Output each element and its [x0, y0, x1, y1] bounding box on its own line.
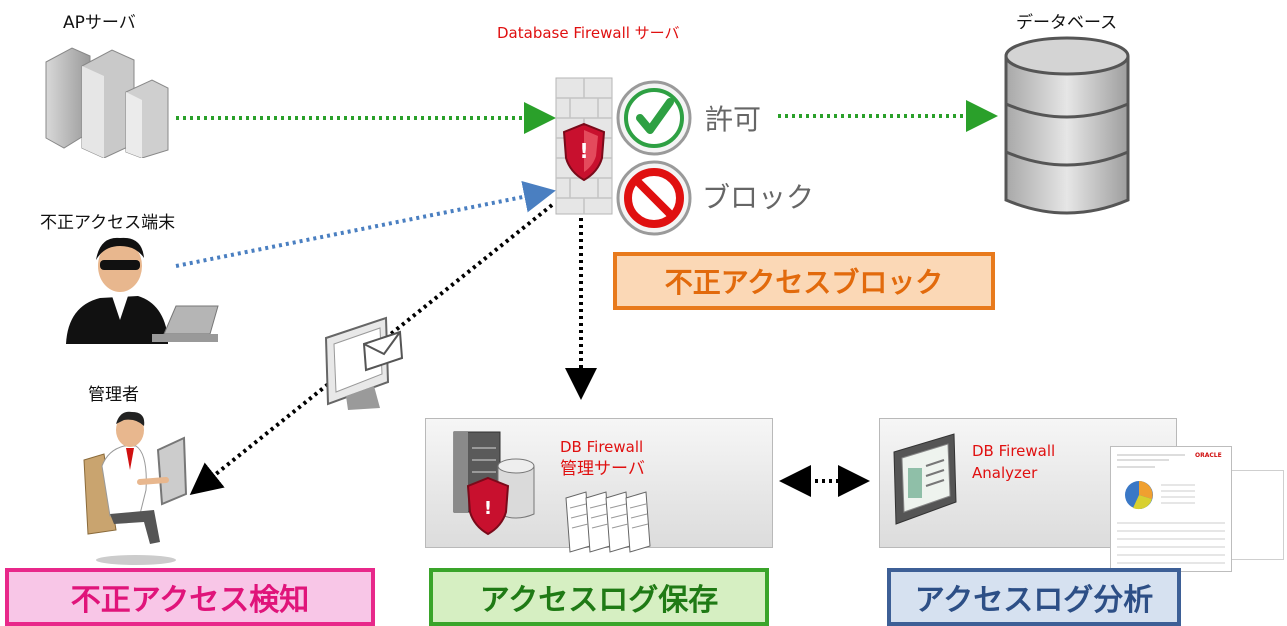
- analyzer-title: DB Firewall Analyzer: [972, 440, 1055, 484]
- svg-text:!: !: [484, 498, 492, 519]
- database-label: データベース: [1016, 13, 1118, 33]
- report-content-icon: [1117, 454, 1225, 564]
- report-brand: ORACLE: [1195, 452, 1222, 459]
- mgmt-server-icon: !: [453, 431, 535, 536]
- db-firewall-server-label: Database Firewall サーバ: [497, 24, 680, 42]
- database-icon: [1004, 36, 1130, 215]
- attack-arrow: [175, 180, 556, 268]
- tag-access-log-analyze: アクセスログ分析: [887, 568, 1181, 626]
- block-label: ブロック: [702, 181, 815, 214]
- ap-server-label: APサーバ: [63, 13, 136, 33]
- tag-unauthorized-access-detect: 不正アクセス検知: [5, 568, 375, 626]
- unauthorized-terminal-label: 不正アクセス端末: [40, 213, 176, 233]
- alert-mail-icon: [324, 316, 404, 410]
- firewall-wall-icon: !: [555, 77, 613, 215]
- mgmt-server-title-line2: 管理サーバ: [560, 459, 645, 479]
- tag-analyze-text: アクセスログ分析: [914, 583, 1154, 618]
- administrator-icon: [83, 411, 188, 565]
- tag-detect-text: 不正アクセス検知: [70, 583, 310, 618]
- mgmt-server-title: DB Firewall 管理サーバ: [560, 436, 645, 480]
- ap-server-icon: [45, 47, 169, 158]
- allow-label: 許可: [705, 103, 762, 136]
- analyzer-title-line2: Analyzer: [972, 464, 1038, 482]
- tag-save-text: アクセスログ保存: [479, 583, 719, 618]
- alert-to-admin-arrow: [189, 203, 554, 495]
- analyzer-title-line1: DB Firewall: [972, 442, 1056, 460]
- svg-text:!: !: [579, 139, 588, 163]
- allow-check-icon: [616, 80, 692, 156]
- log-documents-icon: [565, 491, 651, 553]
- report-thumbnail: ORACLE: [1110, 446, 1232, 572]
- administrator-label: 管理者: [88, 385, 139, 405]
- tag-access-log-save: アクセスログ保存: [429, 568, 769, 626]
- tag-block-text: 不正アクセスブロック: [664, 266, 944, 299]
- hacker-icon: [66, 237, 219, 344]
- tag-unauthorized-access-block: 不正アクセスブロック: [613, 252, 995, 310]
- mgmt-server-title-line1: DB Firewall: [560, 438, 644, 456]
- analyzer-monitor-icon: [893, 433, 957, 525]
- block-prohibit-icon: [616, 160, 692, 236]
